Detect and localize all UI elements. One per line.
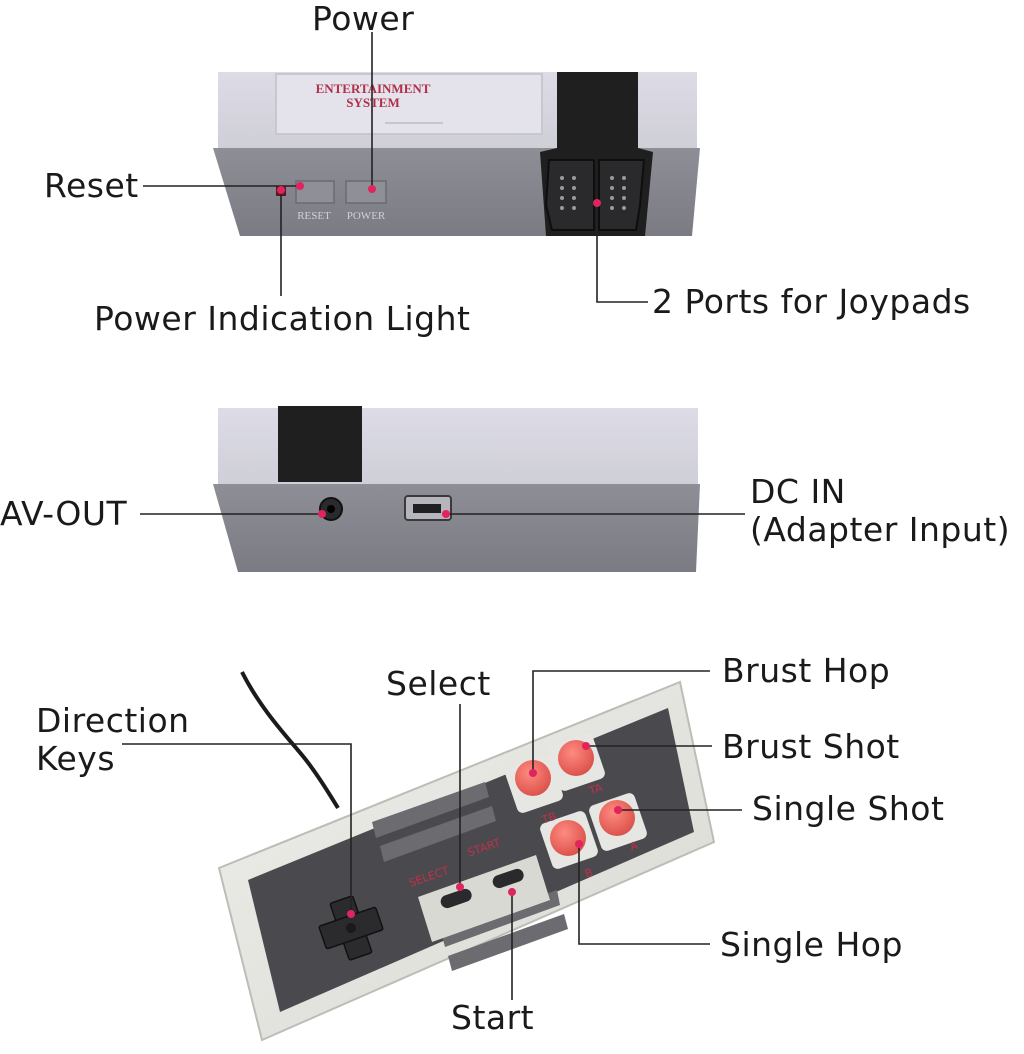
label-single-shot: Single Shot: [752, 789, 945, 828]
label-direction: Direction: [36, 701, 190, 740]
b-button[interactable]: [550, 820, 586, 856]
console-rear-view: [140, 406, 745, 572]
a-print: A: [628, 839, 640, 854]
controller-view: SELECT START TB TA B A: [122, 670, 742, 1042]
port-1-pins: [560, 176, 576, 210]
console-front-view: ENTERTAINMENT SYSTEM RESET POWER: [143, 32, 700, 303]
tb-button[interactable]: [515, 760, 551, 796]
callout-lines-console-front: [143, 32, 648, 303]
reset-button[interactable]: [295, 180, 335, 204]
label-av-out: AV-OUT: [0, 494, 128, 533]
label-ports-for-joypads: 2 Ports for Joypads: [652, 282, 971, 321]
brand-text-line1: ENTERTAINMENT: [316, 81, 431, 96]
controller-face-plate: [248, 708, 694, 1012]
b-print: B: [583, 866, 594, 881]
callout-markers-console-front: [277, 182, 601, 207]
direction-pad[interactable]: [313, 890, 389, 966]
label-dc-in: DC IN: [750, 472, 846, 511]
select-button[interactable]: [439, 887, 473, 910]
joypad-port-2[interactable]: [598, 159, 646, 231]
power-button-print: POWER: [347, 210, 386, 222]
tb-print: TB: [539, 810, 558, 827]
callout-lines-controller: [122, 670, 742, 1000]
label-start: Start: [451, 998, 535, 1037]
label-single-hop: Single Hop: [720, 925, 903, 964]
brand-text-line2: SYSTEM: [346, 95, 399, 110]
controller-cable: [240, 671, 340, 810]
label-reset: Reset: [44, 166, 139, 205]
callout-markers-controller: [347, 742, 622, 918]
label-power: Power: [312, 0, 415, 38]
callout-markers-console-rear: [318, 510, 450, 518]
dc-in-port-slot: [413, 504, 441, 513]
face-stripe-4: [448, 914, 568, 971]
face-stripe-2: [380, 806, 496, 862]
label-keys: Keys: [36, 739, 116, 778]
label-brust-hop: Brust Hop: [722, 651, 891, 690]
label-brust-shot: Brust Shot: [722, 727, 900, 766]
joypad-port-1[interactable]: [544, 159, 595, 231]
label-select: Select: [386, 664, 491, 703]
power-button[interactable]: [345, 180, 387, 204]
ta-print: TA: [586, 781, 604, 798]
port-2-pins: [610, 176, 626, 210]
rear-black-tab: [278, 406, 362, 482]
console-rear-panel: [213, 484, 700, 572]
start-button[interactable]: [491, 867, 525, 890]
label-adapter-input: (Adapter Input): [750, 510, 1011, 549]
label-power-indication-light: Power Indication Light: [94, 299, 471, 338]
a-button[interactable]: [599, 800, 635, 836]
av-out-jack-hole: [327, 505, 335, 513]
reset-button-print: RESET: [297, 210, 331, 222]
